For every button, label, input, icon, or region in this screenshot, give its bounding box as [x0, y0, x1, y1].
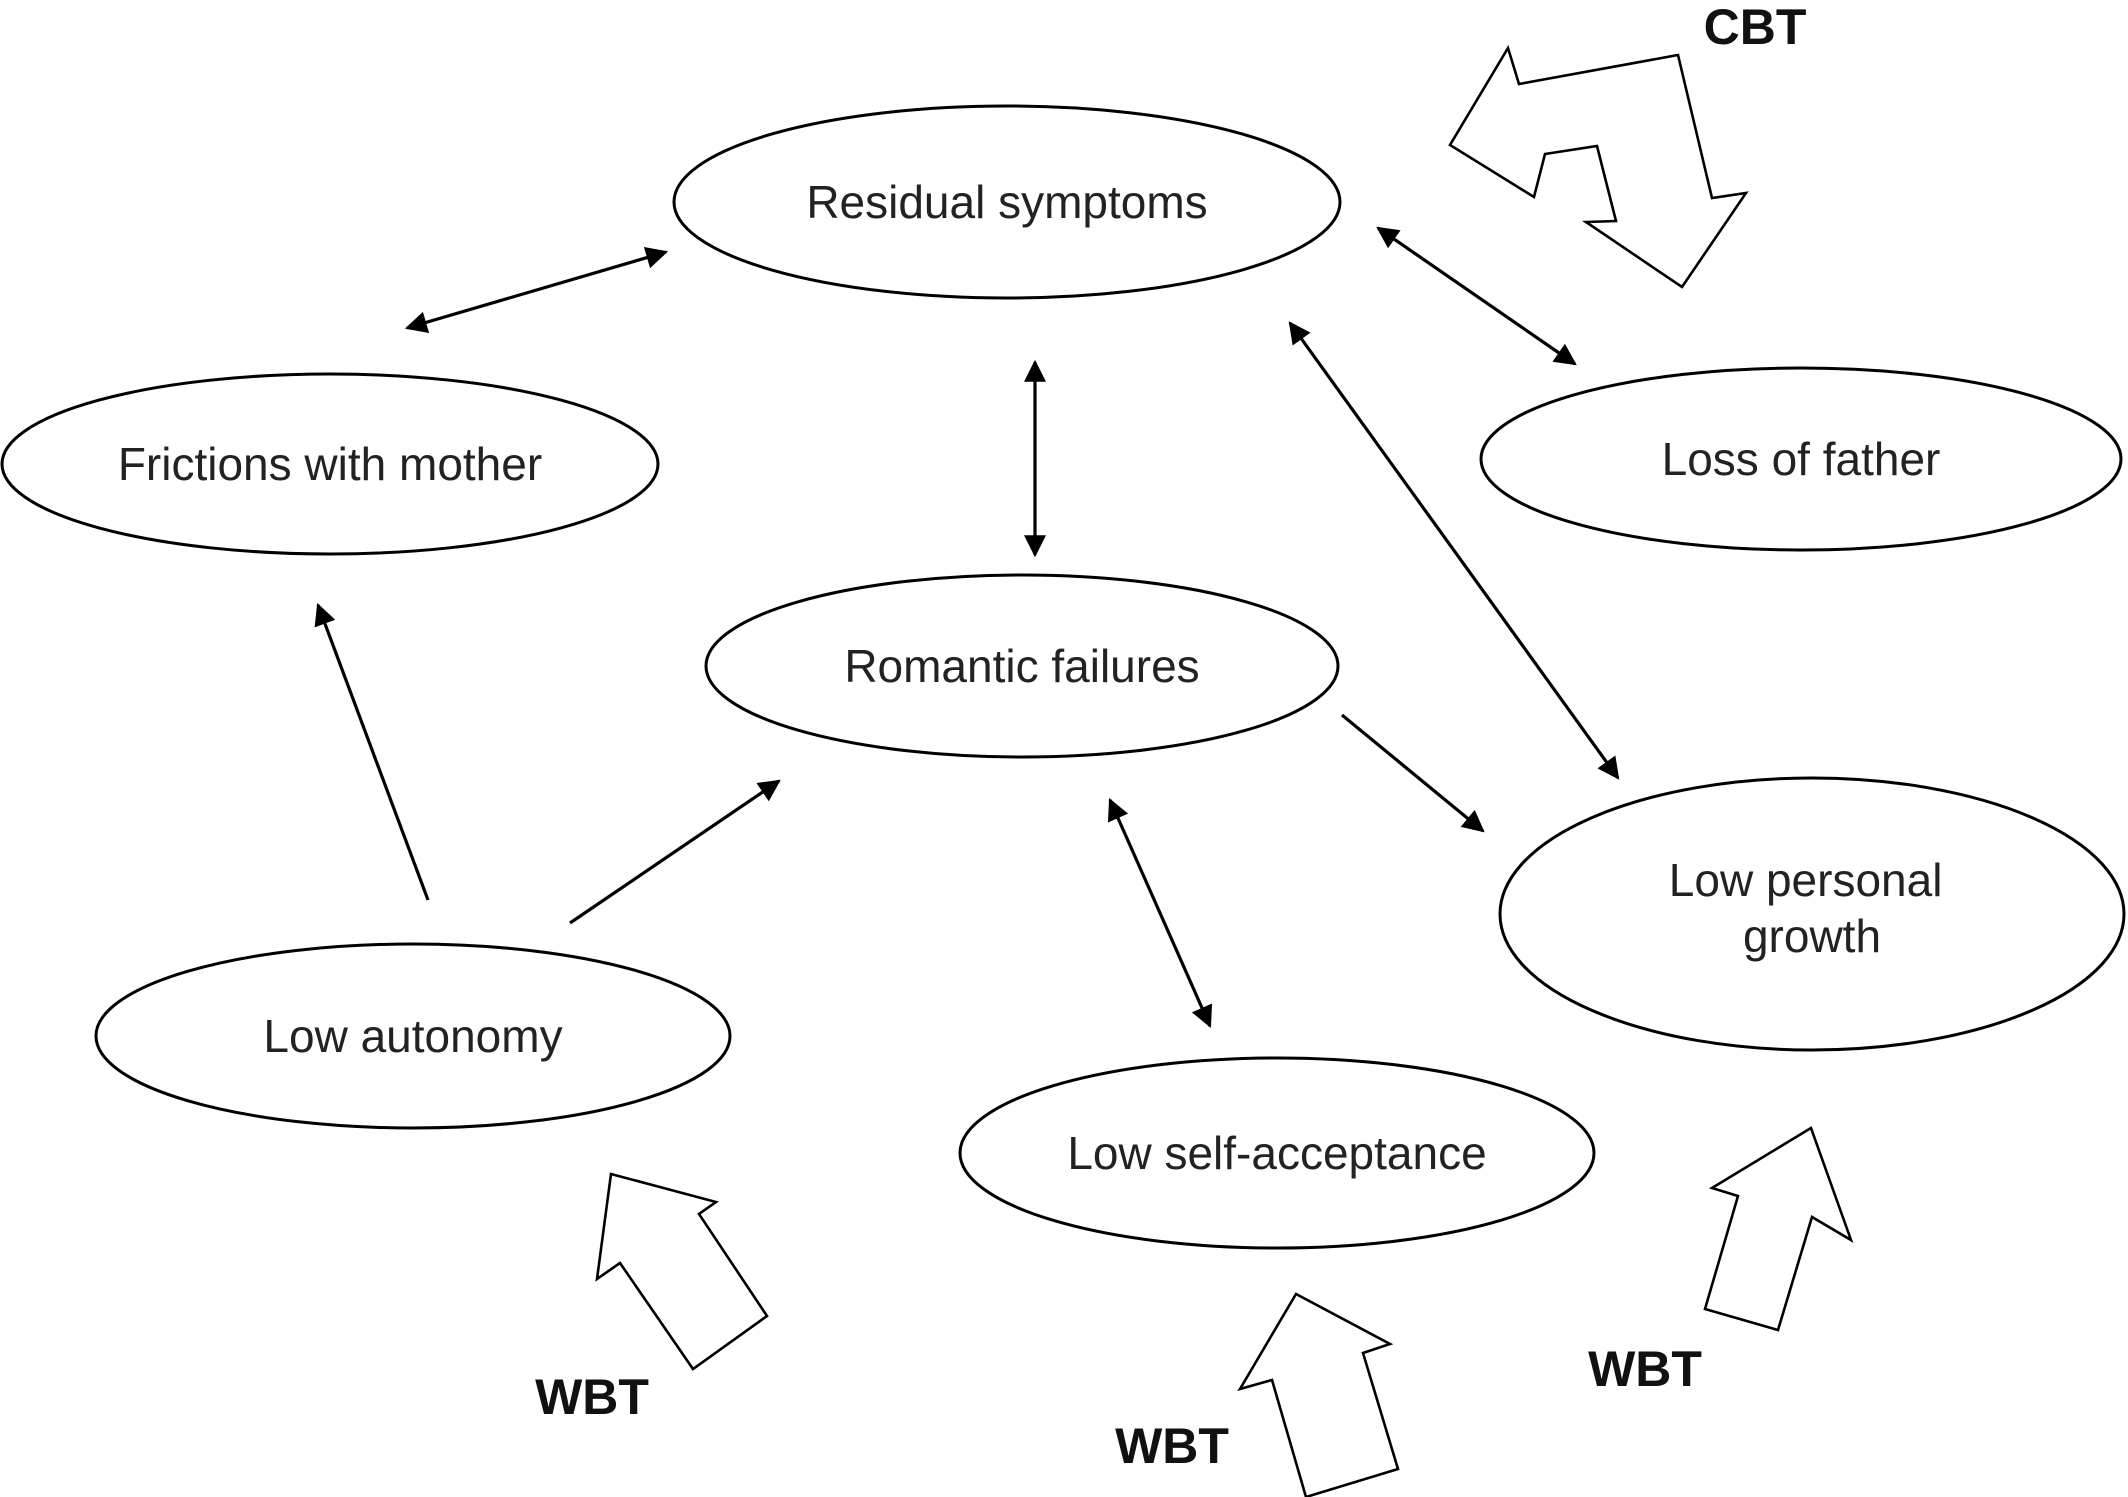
- wbt-self-acceptance-label: WBT: [1115, 1418, 1229, 1474]
- cbt-intervention: CBT: [1448, 0, 1807, 289]
- node-low-autonomy-label: Low autonomy: [263, 1010, 562, 1062]
- node-frictions-with-mother-label: Frictions with mother: [118, 438, 542, 490]
- wbt-personal-growth-intervention: WBT: [1588, 1126, 1854, 1397]
- edge-romantic-growth: [1340, 713, 1485, 833]
- edge-frictions-residual: [404, 247, 669, 333]
- wbt-self-acceptance-intervention: WBT: [1115, 1292, 1400, 1497]
- node-low-self-acceptance: Low self-acceptance: [958, 1056, 1596, 1250]
- cbt-label: CBT: [1704, 0, 1807, 55]
- node-loss-of-father-label: Loss of father: [1662, 433, 1941, 485]
- node-low-personal-growth-line1: Low personal: [1669, 854, 1943, 906]
- node-romantic-failures-label: Romantic failures: [844, 640, 1199, 692]
- wbt-personal-growth-label: WBT: [1588, 1341, 1702, 1397]
- node-low-autonomy: Low autonomy: [94, 942, 732, 1130]
- node-romantic-failures: Romantic failures: [704, 573, 1340, 759]
- edge-autonomy-romantic: [569, 779, 781, 925]
- wbt-autonomy-intervention: WBT: [535, 1172, 769, 1425]
- wbt-autonomy-block-arrow-icon: [595, 1172, 769, 1371]
- edge-residual-growth: [1288, 321, 1620, 780]
- node-low-personal-growth-line2: growth: [1743, 910, 1881, 962]
- cbt-bent-block-arrow-icon: [1448, 44, 1749, 289]
- wbt-personal-growth-block-arrow-icon: [1703, 1126, 1854, 1332]
- node-low-personal-growth: Low personal growth: [1498, 776, 2126, 1052]
- node-residual-symptoms-label: Residual symptoms: [806, 176, 1207, 228]
- node-low-self-acceptance-label: Low self-acceptance: [1067, 1127, 1486, 1179]
- wbt-self-acceptance-block-arrow-icon: [1237, 1292, 1400, 1497]
- edge-autonomy-frictions: [314, 602, 430, 901]
- node-low-personal-growth-label: Low personal growth: [1669, 854, 1955, 962]
- node-loss-of-father: Loss of father: [1479, 366, 2123, 552]
- node-residual-symptoms: Residual symptoms: [672, 104, 1342, 300]
- edge-residual-father: [1376, 226, 1577, 366]
- edge-romantic-selfacceptance: [1107, 797, 1213, 1029]
- wbt-autonomy-label: WBT: [535, 1369, 649, 1425]
- node-frictions-with-mother: Frictions with mother: [0, 372, 660, 556]
